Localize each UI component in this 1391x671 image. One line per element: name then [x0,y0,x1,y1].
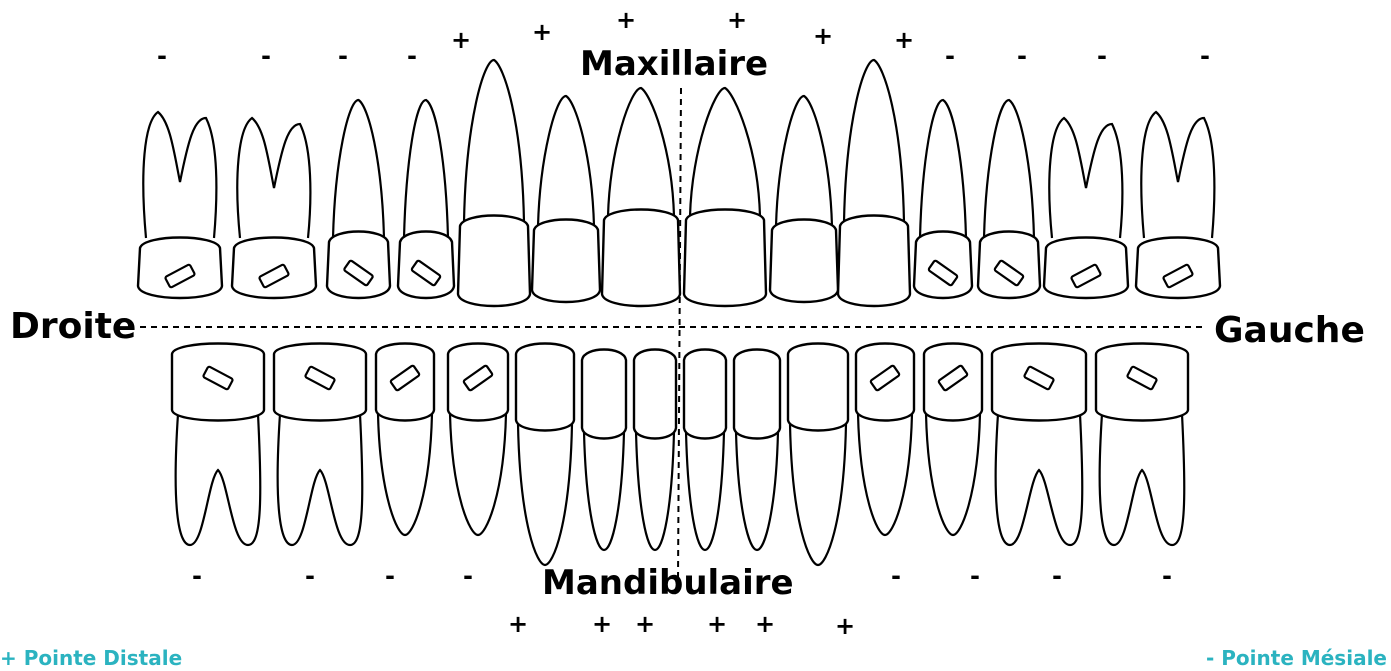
lower-sign-7: + [635,612,655,636]
legend-mesial: - Pointe Mésiale [1206,646,1387,670]
upper-sign-10: + [894,28,914,52]
upper-sign-4: - [407,44,417,68]
gauche-label: Gauche [1214,310,1365,351]
upper-sign-9: + [813,24,833,48]
upper-sign-1: - [157,44,167,68]
upper-tooth-10 [838,60,910,306]
upper-sign-12: - [1017,44,1027,68]
upper-tooth-9 [770,96,838,302]
upper-sign-6: + [532,20,552,44]
lower-sign-6: + [592,612,612,636]
upper-sign-13: - [1097,44,1107,68]
upper-tooth-8 [684,88,766,306]
upper-tooth-13 [1044,118,1128,298]
lower-tooth-4 [448,344,508,536]
lower-tooth-1 [172,344,264,546]
lower-tooth-7 [634,350,676,551]
upper-tooth-4 [398,100,454,298]
lower-tooth-5 [516,344,574,566]
upper-sign-5: + [451,28,471,52]
maxillaire-label: Maxillaire [580,44,768,84]
upper-tooth-3 [327,100,390,298]
upper-tooth-2 [232,118,316,298]
lower-sign-8: + [707,612,727,636]
upper-tooth-14 [1136,112,1220,298]
lower-tooth-2 [274,344,366,546]
upper-sign-8: + [727,8,747,32]
lower-sign-2: - [305,564,315,588]
lower-sign-14: - [1162,564,1172,588]
upper-tooth-7 [602,88,680,306]
lower-sign-1: - [192,564,202,588]
upper-tooth-6 [532,96,600,302]
upper-arch [138,60,1220,306]
legend-distal: + Pointe Distale [0,646,182,670]
lower-tooth-13 [992,344,1086,546]
upper-tooth-1 [138,112,222,298]
lower-sign-9: + [755,612,775,636]
lower-tooth-9 [734,350,780,551]
lower-sign-11: - [891,564,901,588]
lower-sign-3: - [385,564,395,588]
lower-tooth-11 [856,344,914,536]
upper-sign-14: - [1200,44,1210,68]
upper-tooth-5 [458,60,530,306]
upper-tooth-11 [914,100,972,298]
mandibulaire-label: Mandibulaire [542,563,794,603]
upper-sign-7: + [616,8,636,32]
lower-tooth-10 [788,344,848,566]
lower-sign-13: - [1052,564,1062,588]
lower-tooth-12 [924,344,982,536]
lower-tooth-14 [1096,344,1188,546]
upper-sign-2: - [261,44,271,68]
lower-sign-4: - [463,564,473,588]
lower-tooth-6 [582,350,626,551]
midline [678,88,681,580]
upper-sign-3: - [338,44,348,68]
upper-sign-11: - [945,44,955,68]
lower-sign-5: + [508,612,528,636]
droite-label: Droite [10,306,136,347]
lower-sign-12: - [970,564,980,588]
lower-tooth-8 [684,350,726,551]
upper-tooth-12 [978,100,1040,298]
lower-sign-10: + [835,614,855,638]
lower-tooth-3 [376,344,434,536]
